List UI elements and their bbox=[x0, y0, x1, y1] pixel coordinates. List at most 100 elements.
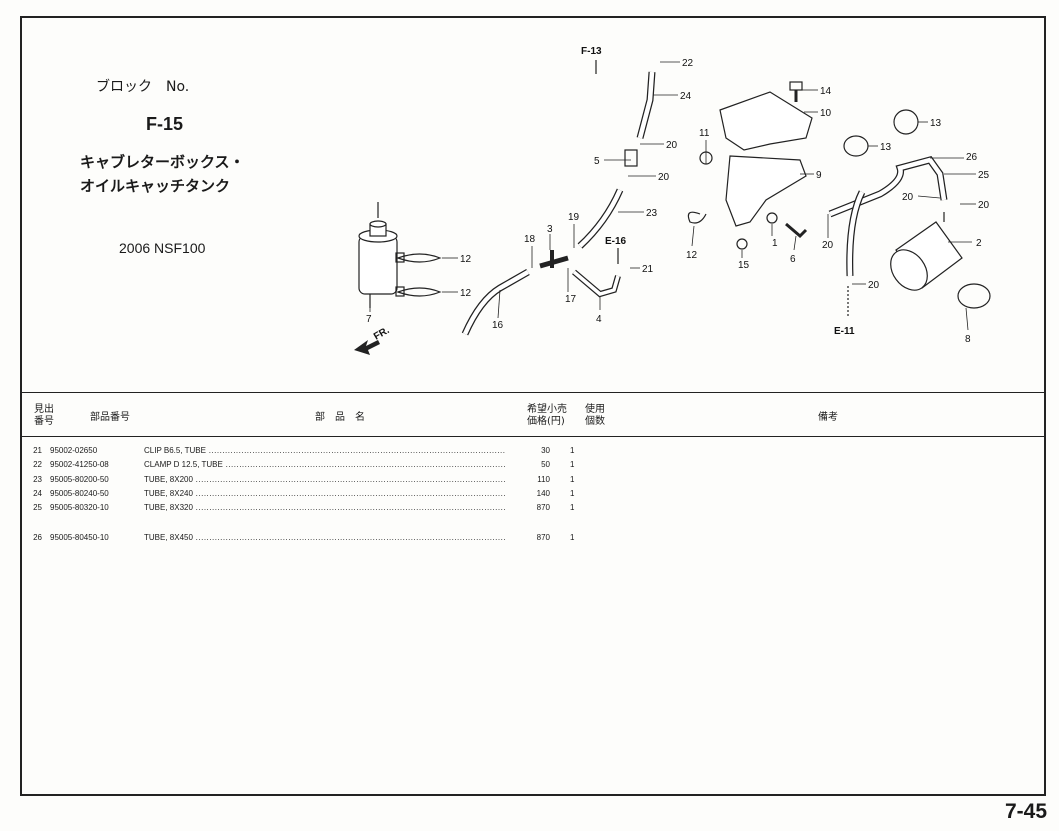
page-number: 7-45 bbox=[1004, 800, 1047, 823]
block-title: キャブレターボックス・ オイルキャッチタンク bbox=[80, 150, 245, 198]
cell-ref-no: 26 bbox=[33, 533, 42, 542]
cell-quantity: 1 bbox=[570, 460, 575, 469]
cell-price: 30 bbox=[541, 446, 550, 455]
cell-part-number: 95005-80320-10 bbox=[50, 503, 109, 512]
front-arrow: FR. bbox=[354, 325, 392, 355]
cell-part-name: TUBE, 8X200 bbox=[144, 475, 506, 484]
callout-20-e: 20 bbox=[822, 240, 834, 251]
callout-3: 3 bbox=[547, 224, 553, 235]
callout-12-c: 12 bbox=[686, 250, 698, 261]
header-part-name: 部 品 名 bbox=[315, 412, 365, 423]
cell-quantity: 1 bbox=[570, 503, 575, 512]
page-frame bbox=[20, 16, 1046, 796]
callout-1: 1 bbox=[772, 238, 778, 249]
cell-quantity: 1 bbox=[570, 446, 575, 455]
cell-price: 110 bbox=[537, 475, 550, 484]
callout-20-d: 20 bbox=[978, 200, 990, 211]
ref-e16: E-16 bbox=[605, 236, 627, 247]
clamp-13-a bbox=[843, 135, 869, 157]
cell-part-number: 95005-80240-50 bbox=[50, 489, 109, 498]
cell-quantity: 1 bbox=[570, 489, 575, 498]
element-2 bbox=[890, 212, 963, 291]
model-name: 2006 NSF100 bbox=[119, 240, 206, 256]
callout-20-f: 20 bbox=[868, 280, 880, 291]
cell-price: 50 bbox=[541, 460, 550, 469]
parts-diagram: FR. F-13 E-16 E-11 1 2 3 4 5 6 7 8 9 10 … bbox=[354, 46, 991, 355]
cell-part-name: TUBE, 8X240 bbox=[144, 489, 506, 498]
table-top-rule bbox=[22, 392, 1044, 393]
ref-e11: E-11 bbox=[834, 326, 855, 337]
cell-part-number: 95005-80450-10 bbox=[50, 533, 109, 542]
tank-band-lower bbox=[395, 286, 442, 297]
header-remarks: 備考 bbox=[818, 412, 838, 423]
ref-f13: F-13 bbox=[581, 46, 602, 57]
callout-19: 19 bbox=[568, 212, 580, 223]
callout-12-b: 12 bbox=[460, 288, 472, 299]
callout-4: 4 bbox=[596, 314, 602, 325]
header-qty: 使用 個数 bbox=[585, 404, 605, 427]
clamp-8 bbox=[957, 283, 991, 309]
bracket-9 bbox=[725, 155, 807, 227]
callout-20-b: 20 bbox=[658, 172, 670, 183]
oil-catch-tank bbox=[358, 202, 398, 308]
cell-ref-no: 21 bbox=[33, 446, 42, 455]
callout-8: 8 bbox=[965, 334, 971, 345]
clamp-13-b bbox=[893, 109, 919, 135]
callout-13-a: 13 bbox=[880, 142, 892, 153]
callout-26: 26 bbox=[966, 152, 978, 163]
callout-5: 5 bbox=[594, 156, 600, 167]
callout-24: 24 bbox=[680, 91, 692, 102]
callout-11: 11 bbox=[699, 128, 710, 139]
fitting-5 bbox=[624, 149, 638, 167]
cell-price: 870 bbox=[536, 533, 550, 542]
cell-ref-no: 23 bbox=[33, 475, 42, 484]
cell-part-name: TUBE, 8X320 bbox=[144, 503, 506, 512]
callout-20-a: 20 bbox=[666, 140, 678, 151]
collar-1 bbox=[766, 212, 778, 224]
callout-18: 18 bbox=[524, 234, 536, 245]
joint-3 bbox=[539, 250, 569, 269]
cell-part-number: 95002-41250-08 bbox=[50, 460, 109, 469]
cell-ref-no: 22 bbox=[33, 460, 42, 469]
cell-quantity: 1 bbox=[570, 533, 575, 542]
callout-7: 7 bbox=[366, 314, 372, 325]
block-label: ブロック No. bbox=[96, 79, 190, 95]
cell-part-name: TUBE, 8X450 bbox=[144, 533, 506, 542]
block-title-line2: オイルキャッチタンク bbox=[80, 177, 231, 195]
cell-part-name: CLIP B6.5, TUBE bbox=[144, 446, 506, 455]
callout-9: 9 bbox=[816, 170, 822, 181]
header-price: 希望小売 価格(円) bbox=[527, 404, 567, 427]
front-label: FR. bbox=[372, 325, 392, 343]
cell-price: 140 bbox=[536, 489, 550, 498]
cell-part-number: 95005-80200-50 bbox=[50, 475, 109, 484]
callout-21: 21 bbox=[642, 264, 654, 275]
callout-20-c: 20 bbox=[902, 192, 914, 203]
cell-ref-no: 24 bbox=[33, 489, 42, 498]
grommet-15 bbox=[736, 238, 748, 250]
header-part-no: 部品番号 bbox=[90, 412, 130, 423]
callout-17: 17 bbox=[565, 294, 577, 305]
cover-10 bbox=[719, 91, 813, 151]
callout-23: 23 bbox=[646, 208, 658, 219]
callout-16: 16 bbox=[492, 320, 504, 331]
cell-quantity: 1 bbox=[570, 475, 575, 484]
cell-price: 870 bbox=[536, 503, 550, 512]
clamp-12-right bbox=[687, 211, 707, 224]
callout-10: 10 bbox=[820, 108, 832, 119]
callout-13-b: 13 bbox=[930, 118, 942, 129]
callout-15: 15 bbox=[738, 260, 750, 271]
bolt-6 bbox=[785, 222, 808, 239]
tank-band-upper bbox=[395, 252, 442, 263]
table-header-rule bbox=[22, 436, 1044, 437]
callout-2: 2 bbox=[976, 238, 982, 249]
callout-14: 14 bbox=[820, 86, 832, 97]
cell-part-number: 95002-02650 bbox=[50, 446, 98, 455]
callout-22: 22 bbox=[682, 58, 694, 69]
block-code: F-15 bbox=[146, 114, 184, 134]
callout-25: 25 bbox=[978, 170, 990, 181]
callout-12-a: 12 bbox=[460, 254, 472, 265]
header-ref-no: 見出 番号 bbox=[34, 404, 54, 427]
callout-6: 6 bbox=[790, 254, 796, 265]
bolt-14 bbox=[789, 81, 803, 102]
block-title-line1: キャブレターボックス・ bbox=[80, 153, 245, 171]
